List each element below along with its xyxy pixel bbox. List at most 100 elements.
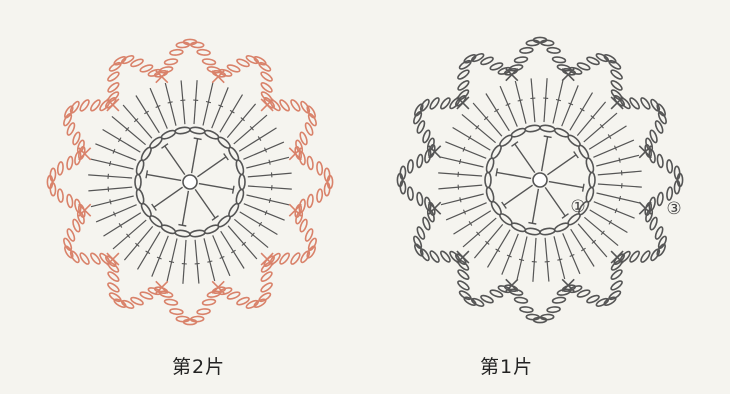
dc-crossbar xyxy=(518,100,523,101)
double-crochet xyxy=(533,238,536,282)
double-crochet xyxy=(248,173,292,177)
chain-stitch xyxy=(164,58,178,65)
chain-stitch xyxy=(307,156,314,170)
chain-stitch xyxy=(639,97,651,111)
double-crochet xyxy=(598,184,642,187)
chain-stitch xyxy=(202,299,216,306)
chain-stitch xyxy=(585,187,595,203)
dc-crossbar xyxy=(460,159,461,164)
chain-stitch xyxy=(657,192,664,206)
double-crochet xyxy=(91,196,134,207)
double-crochet xyxy=(194,80,197,124)
chain-stitch xyxy=(589,173,595,188)
chain-stitch xyxy=(463,53,477,64)
chain-stitch xyxy=(316,189,323,202)
dc-crossbar xyxy=(460,197,461,202)
chain-stitch xyxy=(525,124,541,132)
double-crochet xyxy=(596,155,639,166)
chain-stitch xyxy=(485,187,495,203)
chain-stitch xyxy=(190,126,206,134)
double-crochet xyxy=(113,220,146,249)
chain-stitch xyxy=(66,156,73,170)
chain-stitch xyxy=(79,99,91,113)
double-crochet xyxy=(597,193,640,203)
double-crochet xyxy=(441,194,484,205)
double-crochet xyxy=(112,116,146,144)
spoke-stitch xyxy=(182,191,188,225)
double-crochet xyxy=(584,113,617,142)
dc-crossbar xyxy=(619,196,620,201)
round-marker-1: ① xyxy=(570,197,585,217)
double-crochet xyxy=(167,239,177,282)
chain-stitch xyxy=(429,250,441,264)
chain-stitch xyxy=(107,71,121,83)
chain-stitch xyxy=(554,127,570,139)
chain-stitch xyxy=(525,227,541,235)
dc-crossbar xyxy=(557,259,562,260)
double-crochet xyxy=(234,115,267,144)
stitch-top-bar xyxy=(233,186,234,194)
chain-stitch xyxy=(289,252,301,266)
dc-crossbar xyxy=(110,199,111,204)
chain-stitch xyxy=(407,160,414,173)
double-crochet xyxy=(473,103,502,136)
double-crochet xyxy=(544,78,547,122)
chain-stitch xyxy=(164,299,178,306)
double-crochet xyxy=(234,219,268,247)
double-crochet xyxy=(553,81,563,124)
chain-stitch xyxy=(57,189,64,202)
stitch-top-bar xyxy=(212,216,219,221)
chain-stitch xyxy=(458,59,472,70)
chain-stitch xyxy=(458,289,472,300)
spoke-stitch xyxy=(165,146,185,175)
double-crochet xyxy=(441,157,484,167)
chain-stitch xyxy=(610,69,624,81)
chain-stitch xyxy=(113,55,127,66)
center-ring xyxy=(183,175,197,189)
stitch-top-bar xyxy=(162,144,169,149)
caption-motif-2: 第2片 xyxy=(172,352,225,379)
spoke-stitch xyxy=(147,174,181,180)
double-crochet xyxy=(554,236,565,279)
chain-stitch xyxy=(416,154,423,168)
chain-stitch xyxy=(235,159,245,175)
spoke-stitch xyxy=(195,189,215,218)
spoke-stitch xyxy=(532,189,538,223)
chain-stitch xyxy=(135,189,145,205)
double-crochet xyxy=(531,78,535,122)
double-crochet xyxy=(183,240,186,284)
spoke-stitch xyxy=(515,144,535,173)
chain-stitch xyxy=(649,248,660,262)
double-crochet xyxy=(577,102,605,136)
double-crochet xyxy=(181,80,185,124)
chain-stitch xyxy=(66,194,73,208)
chain-stitch xyxy=(260,281,274,293)
chain-stitch xyxy=(307,194,314,208)
chain-stitch xyxy=(197,308,210,315)
chain-stitch xyxy=(416,192,423,206)
chain-stitch xyxy=(552,297,566,304)
chain-stitch xyxy=(639,250,651,264)
chain-stitch xyxy=(69,100,80,114)
chain-stitch xyxy=(547,47,560,54)
chain-stitch xyxy=(306,105,317,119)
dc-crossbar xyxy=(269,160,270,165)
chain-stitch xyxy=(520,47,533,54)
chain-stitch xyxy=(429,97,441,111)
dc-crossbar xyxy=(519,259,524,260)
caption-motif-1: 第1片 xyxy=(480,352,533,379)
chain-stitch xyxy=(540,227,556,235)
double-crochet xyxy=(88,187,132,191)
double-crochet xyxy=(165,83,176,126)
spoke-stitch xyxy=(197,157,226,177)
double-crochet xyxy=(228,226,257,259)
dc-crossbar xyxy=(206,102,211,103)
chain-stitch xyxy=(107,281,121,293)
stitch-top-bar xyxy=(178,225,186,226)
spoke-stitch xyxy=(542,137,548,171)
chain-stitch xyxy=(170,49,183,56)
chain-stitch xyxy=(413,243,424,257)
chain-stitch xyxy=(299,100,310,114)
dc-crossbar xyxy=(207,261,212,262)
center-ring xyxy=(533,173,547,187)
